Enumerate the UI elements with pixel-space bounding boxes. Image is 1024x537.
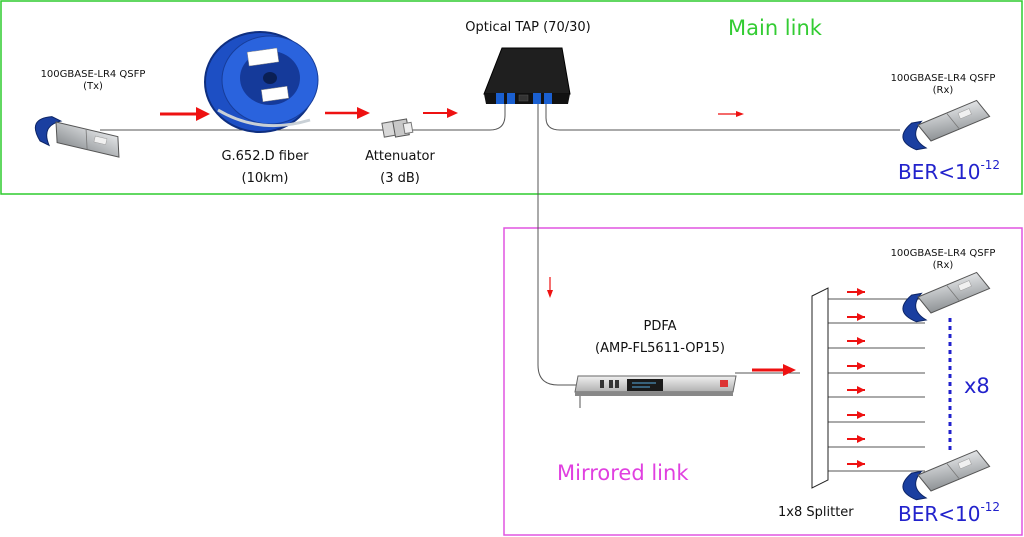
signal-arrow-icon <box>846 459 866 469</box>
pdfa-label-line1: PDFA <box>643 319 677 334</box>
signal-arrow-icon <box>846 410 866 420</box>
tx-label: 100GBASE-LR4 QSFP (Tx) <box>18 69 168 93</box>
mirrored-link-title: Mirrored link <box>557 461 689 485</box>
signal-arrow-icon <box>846 336 866 346</box>
mirrored-ber-exp: -12 <box>980 500 1001 514</box>
attenuator-icon <box>381 118 414 138</box>
pdfa-label-line2: (AMP-FL5611-OP15) <box>595 341 725 356</box>
rx-main-label-line1: 100GBASE-LR4 QSFP <box>890 73 996 84</box>
splitter-output-lines <box>828 298 925 472</box>
rx-transceiver-icon <box>898 98 994 153</box>
tx-label-line2: (Tx) <box>83 81 103 92</box>
attenuator-label-line2: (3 dB) <box>380 171 420 186</box>
signal-arrow-icon <box>547 277 553 298</box>
fiber-label: G.652.D fiber (10km) <box>205 146 325 190</box>
main-link-box <box>0 0 1023 195</box>
signal-arrow-icon <box>718 111 744 117</box>
mirrored-rx-transceiver-bottom-icon <box>898 448 994 503</box>
mirrored-ber-base: BER<10 <box>898 502 981 526</box>
rx-mirrored-label: 100GBASE-LR4 QSFP (Rx) <box>870 248 1016 272</box>
splitter-icon <box>811 287 829 489</box>
attenuator-label: Attenuator (3 dB) <box>350 146 450 190</box>
splitter-label: 1x8 Splitter <box>778 505 854 520</box>
rx-mirrored-label-line1: 100GBASE-LR4 QSFP <box>890 248 996 259</box>
main-ber: BER<10-12 <box>898 158 1001 184</box>
signal-arrow-icon <box>423 108 458 118</box>
main-ber-exp: -12 <box>980 158 1001 172</box>
fiber-label-line2: (10km) <box>241 171 289 186</box>
pdfa-amplifier-icon <box>574 375 737 408</box>
fiber-label-line1: G.652.D fiber <box>221 149 309 164</box>
tx-transceiver-icon <box>29 101 128 176</box>
signal-arrow-icon <box>846 287 866 297</box>
signal-arrow-icon <box>752 364 796 376</box>
signal-arrow-icon <box>846 385 866 395</box>
optical-tap-icon <box>483 47 571 104</box>
mirrored-link-box <box>503 227 1023 536</box>
signal-arrow-icon <box>325 107 370 119</box>
mirrored-rx-transceiver-top-icon <box>898 270 994 325</box>
main-link-title: Main link <box>728 16 822 40</box>
tx-label-line1: 100GBASE-LR4 QSFP <box>40 69 146 80</box>
splitter-output-arrows <box>846 287 866 469</box>
fiber-spool-icon <box>204 31 319 133</box>
attenuator-label-line1: Attenuator <box>365 149 435 164</box>
rx-main-label-line2: (Rx) <box>932 85 954 96</box>
mirrored-ber: BER<10-12 <box>898 500 1001 526</box>
rx-mirrored-label-line2: (Rx) <box>932 260 954 271</box>
signal-arrow-icon <box>846 434 866 444</box>
signal-arrow-icon <box>846 361 866 371</box>
receiver-count: x8 <box>964 374 990 398</box>
tap-label: Optical TAP (70/30) <box>465 20 591 35</box>
signal-arrow-icon <box>846 312 866 322</box>
rx-main-label: 100GBASE-LR4 QSFP (Rx) <box>870 73 1016 97</box>
main-ber-base: BER<10 <box>898 160 981 184</box>
pdfa-label: PDFA (AMP-FL5611-OP15) <box>580 316 740 360</box>
signal-arrow-icon <box>160 107 210 121</box>
